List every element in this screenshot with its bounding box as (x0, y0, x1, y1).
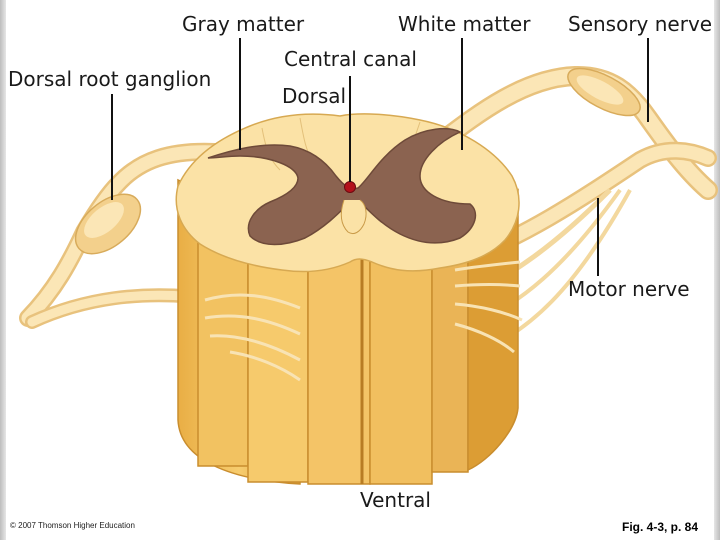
label-white-matter: White matter (398, 12, 531, 36)
central-canal-dot (344, 181, 356, 193)
label-sensory-nerve: Sensory nerve (568, 12, 713, 36)
label-motor-nerve: Motor nerve (568, 277, 690, 301)
label-dorsal: Dorsal (282, 84, 347, 108)
dorsal-root-ganglion-shape (74, 193, 142, 255)
rootlets (204, 260, 523, 382)
label-central-canal: Central canal (284, 47, 417, 71)
label-ventral: Ventral (360, 488, 431, 512)
label-dorsal-root-ganglion: Dorsal root ganglion (8, 67, 212, 91)
slide-edge-right (714, 0, 720, 540)
label-gray-matter: Gray matter (182, 12, 305, 36)
leader-lines (111, 38, 649, 276)
copyright-text: © 2007 Thomson Higher Education (10, 521, 135, 530)
slide-edge-left (0, 0, 6, 540)
figure-reference: Fig. 4-3, p. 84 (622, 520, 699, 534)
